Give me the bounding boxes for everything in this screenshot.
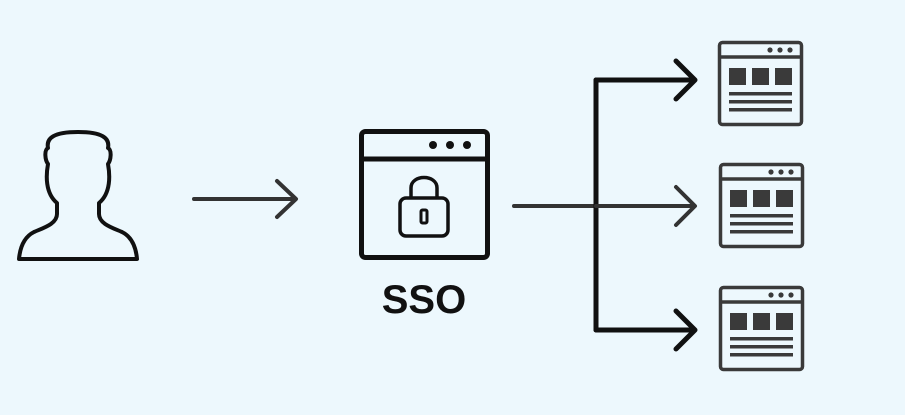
arrowhead-app-2 bbox=[674, 185, 697, 227]
arrowhead-app-1 bbox=[673, 58, 698, 102]
app-window-icon bbox=[717, 40, 804, 127]
sso-label: SSO bbox=[382, 278, 466, 322]
lock-icon bbox=[398, 175, 450, 238]
app-window-icon bbox=[718, 285, 805, 372]
sso-window-icon bbox=[359, 129, 490, 260]
connector-sso-to-apps bbox=[512, 77, 697, 333]
arrow-user-to-sso bbox=[192, 179, 298, 219]
arrowhead-app-3 bbox=[673, 308, 698, 352]
app-window-icon bbox=[718, 162, 805, 249]
user-icon bbox=[17, 130, 139, 261]
